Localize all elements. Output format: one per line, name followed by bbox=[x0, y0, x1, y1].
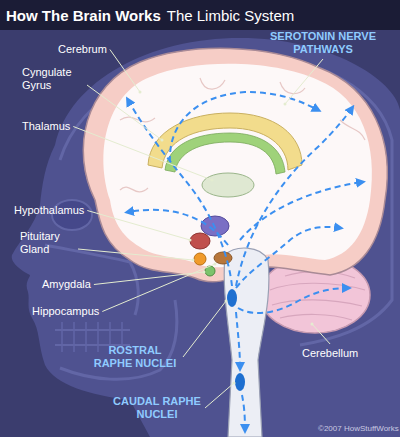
leader-line bbox=[110, 50, 140, 93]
leader-dot bbox=[225, 300, 228, 303]
leader-dot bbox=[139, 91, 142, 94]
leader-line bbox=[285, 59, 323, 104]
leader-line bbox=[73, 127, 212, 181]
part-label: Amygdala bbox=[42, 278, 91, 291]
leader-line bbox=[87, 85, 162, 140]
part-label: Thalamus bbox=[22, 120, 70, 133]
leader-line bbox=[205, 383, 234, 408]
leader-line bbox=[183, 301, 226, 357]
leader-dot bbox=[211, 179, 214, 182]
title-bar: How The Brain Works The Limbic System bbox=[0, 0, 400, 30]
leader-line bbox=[312, 324, 330, 344]
leader-dot bbox=[214, 263, 217, 266]
leader-line bbox=[94, 272, 204, 285]
part-label: Hypothalamus bbox=[14, 204, 84, 217]
part-label: Hippocampus bbox=[32, 305, 99, 318]
leader-dot bbox=[284, 103, 287, 106]
leader-line bbox=[78, 249, 193, 260]
title: How The Brain Works bbox=[6, 7, 161, 24]
copyright-note: ©2007 HowStuffWorks bbox=[318, 424, 399, 434]
subtitle: The Limbic System bbox=[167, 7, 295, 24]
nucleus-label: ROSTRAL RAPHE NUCLEI bbox=[90, 344, 180, 370]
pathway-label: SEROTONIN NERVE PATHWAYS bbox=[262, 30, 384, 56]
part-label: Cerebellum bbox=[302, 347, 358, 360]
part-label: Cyngulate Gyrus bbox=[22, 66, 84, 92]
leader-dot bbox=[203, 271, 206, 274]
leader-dot bbox=[161, 139, 164, 142]
part-label: Pituitary Gland bbox=[20, 230, 75, 256]
leader-line bbox=[102, 264, 215, 312]
nucleus-label: CAUDAL RAPHE NUCLEI bbox=[112, 395, 202, 421]
leader-dot bbox=[233, 382, 236, 385]
leader-dot bbox=[311, 323, 314, 326]
part-label: Cerebrum bbox=[58, 43, 107, 56]
leader-dot bbox=[189, 239, 192, 242]
leader-dot bbox=[192, 259, 195, 262]
leader-line bbox=[87, 211, 190, 241]
